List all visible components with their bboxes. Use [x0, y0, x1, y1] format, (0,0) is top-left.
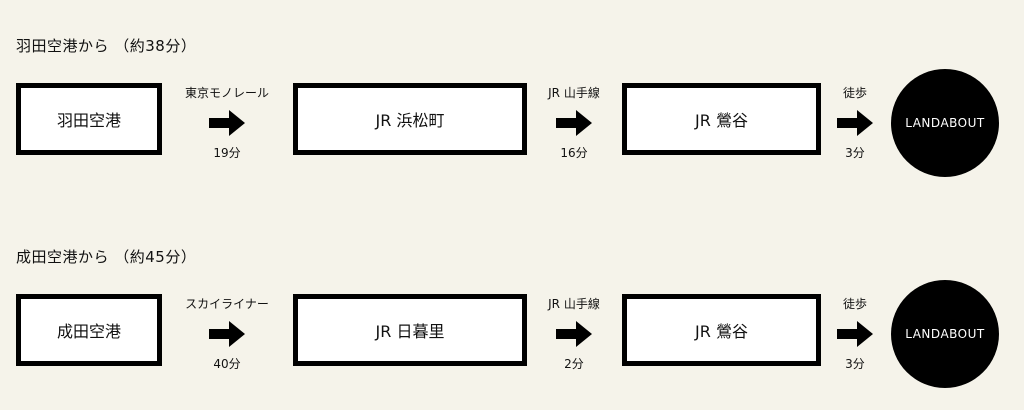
route-haneda: 羽田空港から （約38分） 羽田空港 東京モノレール 19分 JR 浜松町 JR… [0, 35, 1024, 185]
right-arrow-icon [556, 321, 592, 347]
segment-time-label: 3分 [845, 357, 865, 371]
transfer-station-box: JR 日暮里 [293, 294, 527, 366]
origin-label: 羽田空港 [56, 111, 121, 130]
origin-station-box: 成田空港 [16, 294, 162, 366]
station-label: JR 鶯谷 [695, 322, 748, 341]
transfer-station-box: JR 鶯谷 [622, 294, 821, 366]
segment-line-label: スカイライナー [185, 297, 269, 311]
right-arrow-icon [837, 110, 873, 136]
route-title: 成田空港から （約45分） [16, 248, 197, 266]
station-label: JR 日暮里 [375, 322, 445, 341]
destination-label: LANDABOUT [905, 116, 985, 130]
transfer-station-box: JR 浜松町 [293, 83, 527, 155]
segment-line-label: 徒歩 [842, 297, 867, 311]
origin-station-box: 羽田空港 [16, 83, 162, 155]
right-arrow-icon [837, 321, 873, 347]
right-arrow-icon [209, 321, 245, 347]
origin-label: 成田空港 [56, 322, 121, 341]
segment-line-label: 東京モノレール [184, 86, 269, 100]
segment-line-label: 徒歩 [842, 86, 867, 100]
right-arrow-icon [209, 110, 245, 136]
route-narita: 成田空港から （約45分） 成田空港 スカイライナー 40分 JR 日暮里 JR… [0, 246, 1024, 396]
station-label: JR 鶯谷 [695, 111, 748, 130]
destination-circle: LANDABOUT [891, 280, 999, 388]
segment-time-label: 19分 [213, 146, 241, 160]
transfer-station-box: JR 鶯谷 [622, 83, 821, 155]
right-arrow-icon [556, 110, 592, 136]
route-title: 羽田空港から （約38分） [16, 37, 197, 55]
destination-label: LANDABOUT [905, 327, 985, 341]
segment-line-label: JR 山手線 [548, 86, 600, 100]
segment-time-label: 3分 [845, 146, 865, 160]
destination-circle: LANDABOUT [891, 69, 999, 177]
segment-time-label: 40分 [213, 357, 241, 371]
station-label: JR 浜松町 [375, 111, 445, 130]
segment-line-label: JR 山手線 [548, 297, 600, 311]
segment-time-label: 2分 [564, 357, 584, 371]
segment-time-label: 16分 [560, 146, 588, 160]
